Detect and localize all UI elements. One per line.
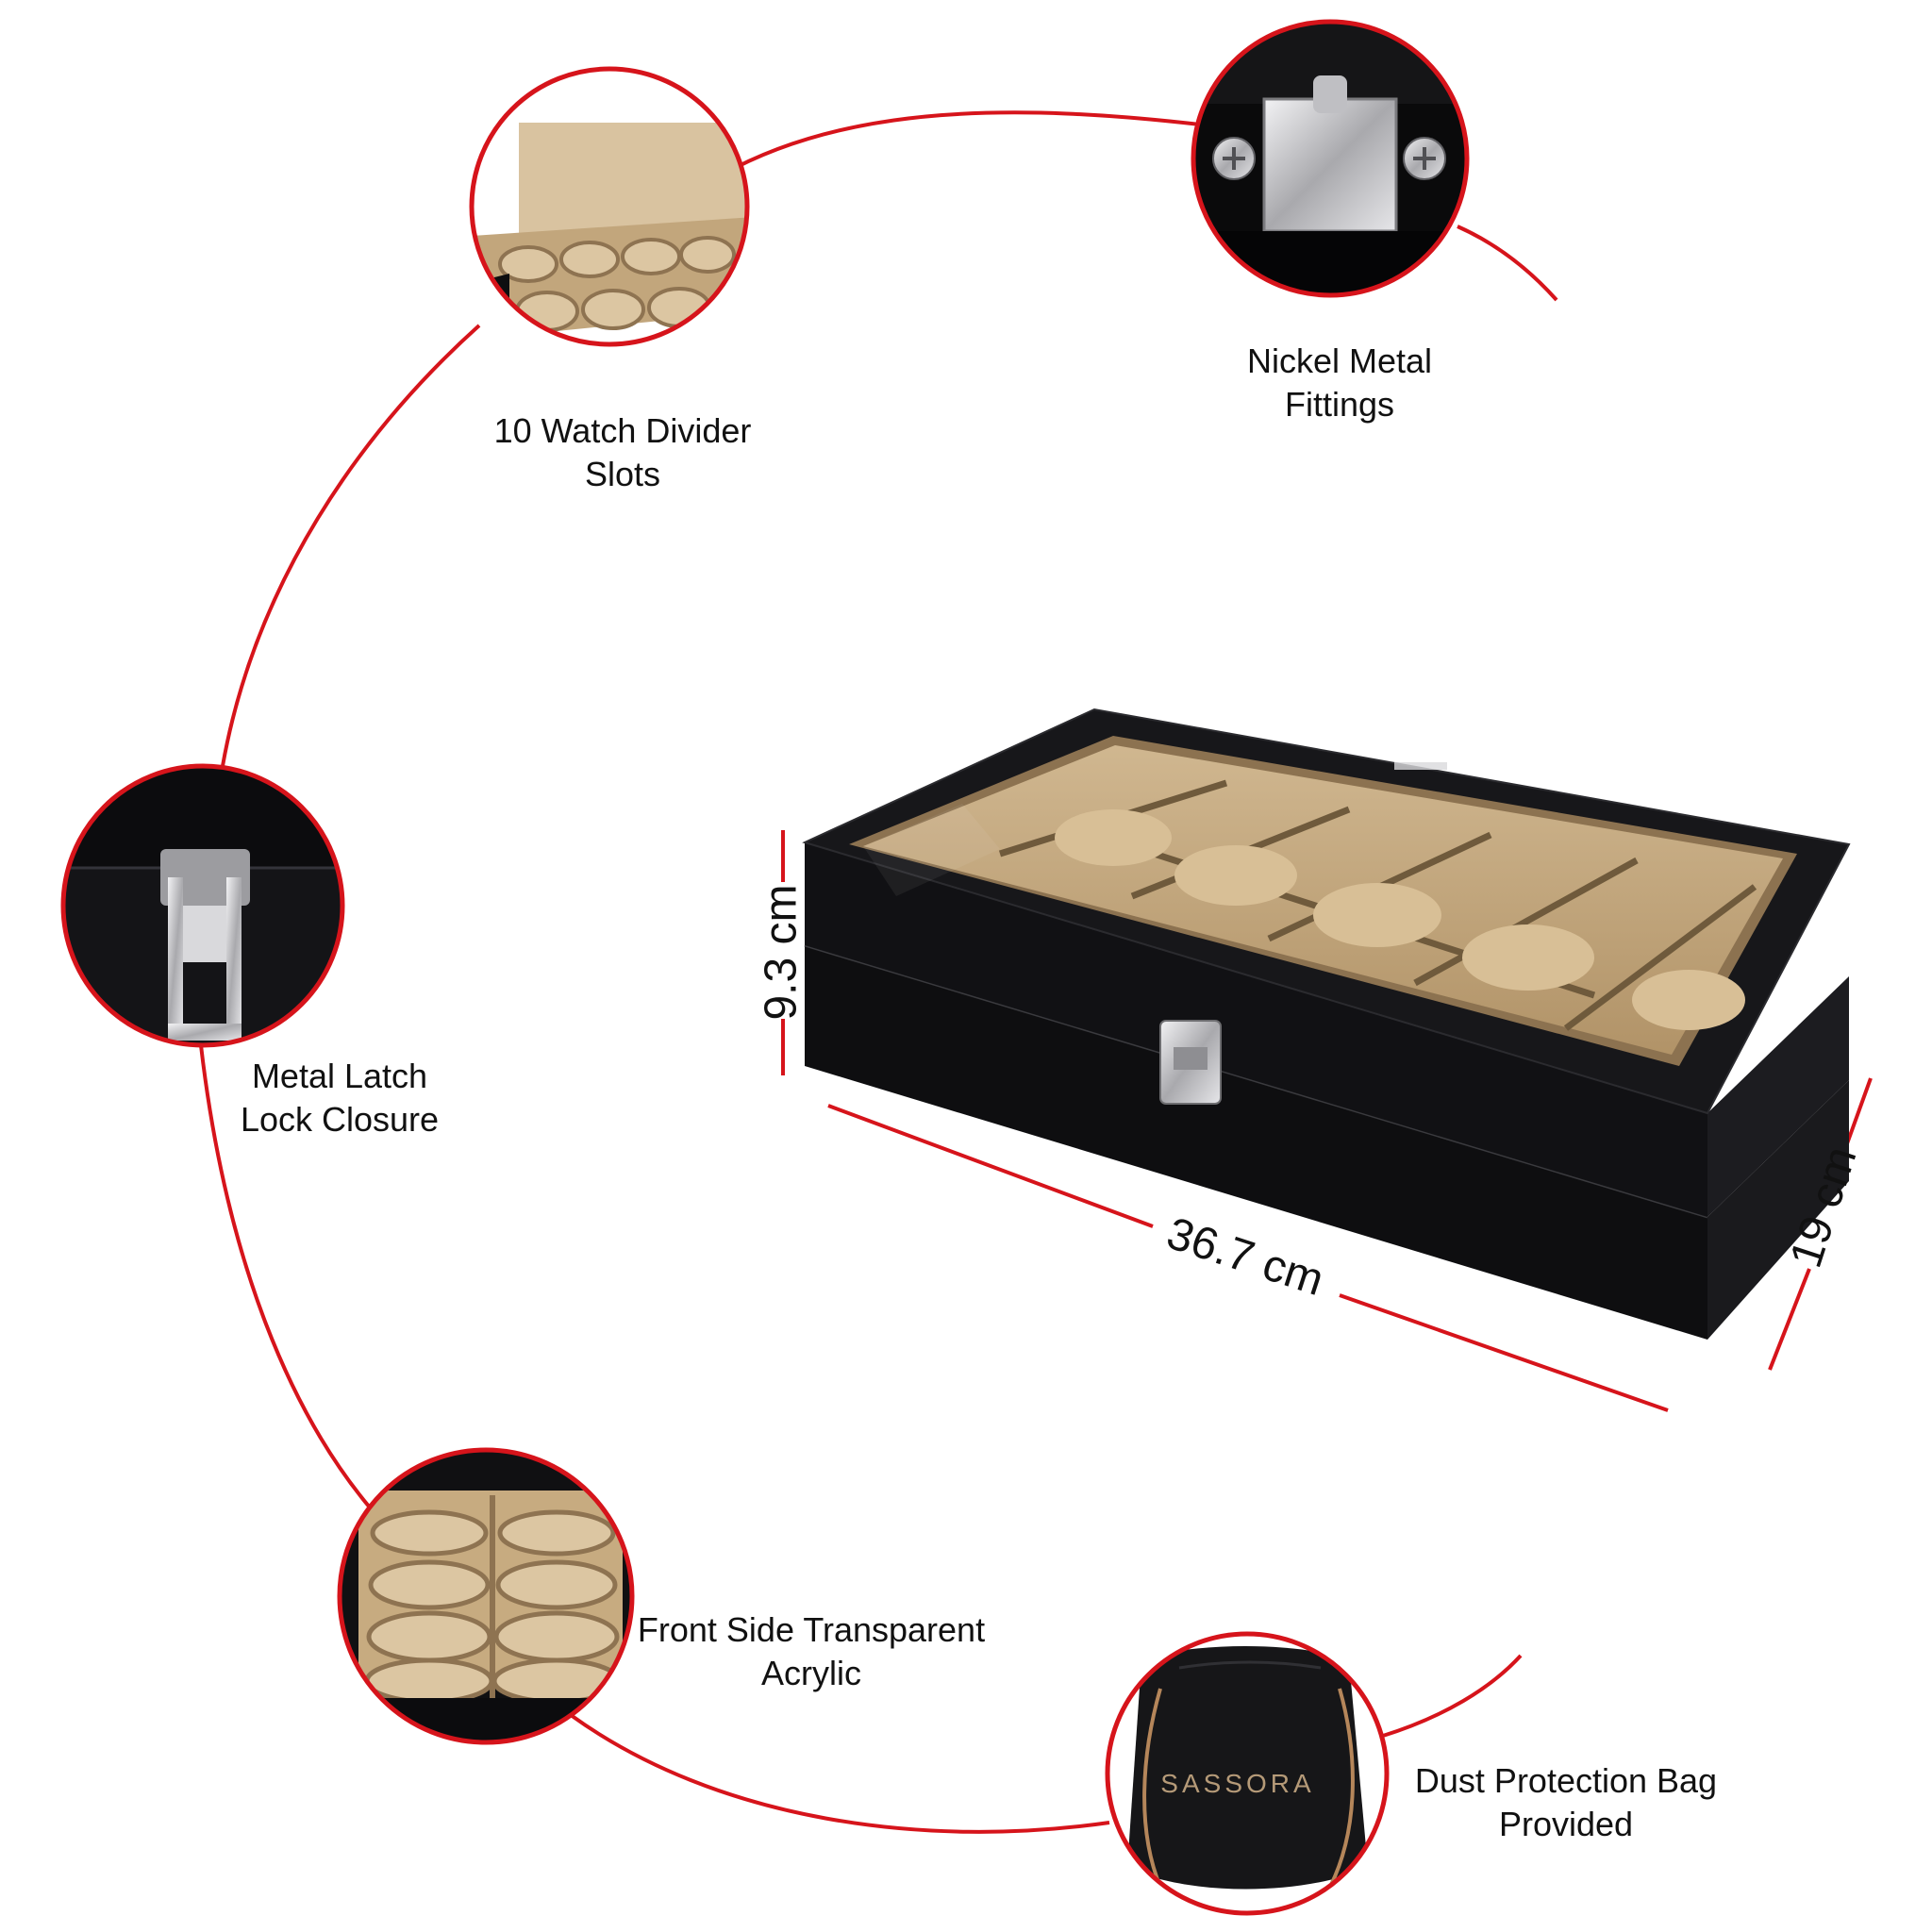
feature-label-bag-line1: Dust Protection Bag bbox=[1414, 1761, 1718, 1800]
circle-latch bbox=[60, 763, 345, 1048]
box-base-right bbox=[1707, 1080, 1849, 1340]
arc-acrylic-to-bag bbox=[569, 1713, 1110, 1834]
length-line-right bbox=[1339, 1293, 1669, 1412]
circle-acrylic bbox=[337, 1447, 635, 1745]
circle-bag bbox=[1105, 1631, 1390, 1916]
box-latch bbox=[1159, 1020, 1222, 1105]
feature-label-bag: Dust Protection Bag Provided bbox=[1387, 1759, 1745, 1846]
box-cushions bbox=[1055, 809, 1745, 1030]
arc-slots-to-latch bbox=[221, 324, 481, 767]
feature-label-latch-line1: Metal Latch bbox=[251, 1057, 428, 1095]
box-lid-front bbox=[805, 842, 1707, 1217]
feature-label-latch: Metal Latch Lock Closure bbox=[189, 1055, 491, 1141]
arc-latch-to-acrylic bbox=[199, 1044, 372, 1509]
feature-label-slots: 10 Watch Divider Slots bbox=[462, 409, 783, 496]
feature-label-slots-line2: Slots bbox=[584, 455, 661, 493]
dimension-lines bbox=[781, 830, 1873, 1412]
feature-label-acrylic: Front Side Transparent Acrylic bbox=[604, 1608, 1019, 1695]
feature-label-fittings-line1: Nickel Metal bbox=[1246, 341, 1433, 380]
feature-label-fittings: Nickel Metal Fittings bbox=[1189, 340, 1491, 426]
box-base-front bbox=[805, 945, 1707, 1340]
dimension-height-label: 9.3 cm bbox=[756, 884, 807, 1021]
box-lid-right bbox=[1707, 976, 1849, 1217]
feature-label-slots-line1: 10 Watch Divider bbox=[493, 411, 752, 450]
feature-label-fittings-line2: Fittings bbox=[1284, 385, 1395, 424]
arc-slots-to-fittings bbox=[722, 110, 1201, 176]
circle-fittings bbox=[1191, 19, 1470, 298]
circle-slots bbox=[469, 66, 750, 347]
feature-label-latch-line2: Lock Closure bbox=[240, 1100, 440, 1139]
feature-label-acrylic-line1: Front Side Transparent bbox=[637, 1610, 986, 1649]
feature-label-bag-line2: Provided bbox=[1498, 1805, 1634, 1843]
bag-brand-text: SASSORA bbox=[1160, 1769, 1314, 1798]
watch-box-photo bbox=[802, 708, 1851, 1340]
feature-label-acrylic-line2: Acrylic bbox=[761, 1654, 861, 1692]
length-line-left bbox=[827, 1104, 1154, 1228]
arc-bag-tail bbox=[1382, 1654, 1523, 1738]
depth-line-bottom bbox=[1768, 1268, 1811, 1371]
arc-fittings-tail bbox=[1457, 225, 1558, 302]
connector-arcs bbox=[199, 110, 1558, 1834]
